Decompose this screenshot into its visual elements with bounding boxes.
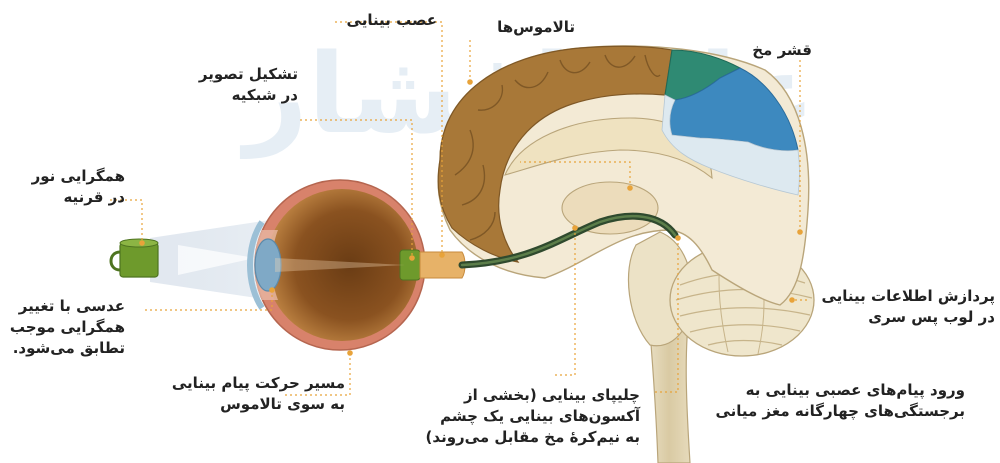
label-retina-image-line2: در شبکیه [178,85,298,106]
cup-object [111,239,158,277]
label-thalamus: تالاموس‌ها [455,17,575,38]
label-pathway-line1: مسیر حرکت پیام بینایی [175,373,345,394]
label-midbrain-line2: برجستگی‌های چهارگانه مغز میانی [685,401,965,422]
label-cornea-line1: همگرایی نور [5,166,125,187]
label-midbrain: ورود پیام‌های عصبی بینایی به برجستگی‌های… [685,380,965,422]
label-cortex: قشر مخ [752,40,812,61]
label-chiasm-line3: به نیم‌کرهٔ مخ مقابل می‌روند) [415,427,640,448]
label-occipital-line2: در لوب پس سری [815,307,995,328]
label-cornea-line2: در قرنیه [5,187,125,208]
label-chiasm-line2: آکسون‌های بینایی یک چشم [415,406,640,427]
label-chiasm-line1: چلیپای بینایی (بخشی از [415,385,640,406]
eye [250,180,425,350]
label-lens-line2: همگرایی موجب [5,317,125,338]
label-occipital-line1: پردازش اطلاعات بینایی [815,286,995,307]
label-pathway: مسیر حرکت پیام بینایی به سوی تالاموس [175,373,345,415]
label-retina-image-line1: تشکیل تصویر [178,64,298,85]
label-pathway-line2: به سوی تالاموس [175,394,345,415]
label-cornea: همگرایی نور در قرنیه [5,166,125,208]
label-lens-line1: عدسی با تغییر [5,296,125,317]
label-optic-nerve: عصب بینایی [322,10,437,31]
label-lens-line3: تطابق می‌شود. [5,338,125,359]
label-chiasm: چلیپای بینایی (بخشی از آکسون‌های بینایی … [415,385,640,448]
label-midbrain-line1: ورود پیام‌های عصبی بینایی به [685,380,965,401]
label-lens: عدسی با تغییر همگرایی موجب تطابق می‌شود. [5,296,125,359]
label-retina-image: تشکیل تصویر در شبکیه [178,64,298,106]
label-occipital: پردازش اطلاعات بینایی در لوب پس سری [815,286,995,328]
